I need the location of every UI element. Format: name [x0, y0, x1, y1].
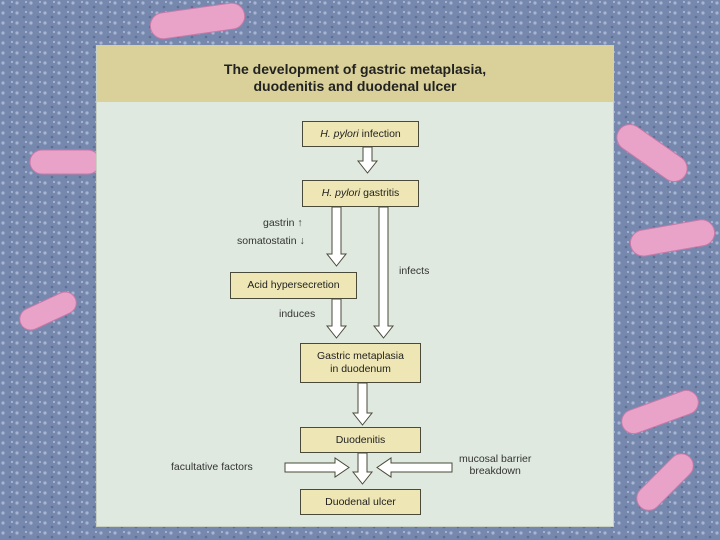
node-duodenitis: Duodenitis — [300, 427, 421, 453]
title-line-1: The development of gastric metaplasia, — [223, 61, 487, 77]
arrow-gastritis-to-acid — [325, 206, 348, 267]
arrow-gastritis-to-metaplasia — [372, 206, 395, 339]
gastritis-text: gastritis — [360, 187, 400, 199]
acid-text: Acid hypersecretion — [247, 279, 340, 291]
arrow-mucosal-barrier — [376, 457, 453, 478]
arrow-infection-to-gastritis — [356, 146, 379, 174]
ulcer-text: Duodenal ulcer — [325, 495, 396, 508]
diagram-header: The development of gastric metaplasia, d… — [97, 46, 613, 102]
gastritis-organism-text: H. pylori — [321, 187, 361, 199]
duodenitis-text: Duodenitis — [335, 433, 386, 446]
label-somatostatin: somatostatin ↓ — [237, 235, 305, 247]
infection-text: infection — [358, 127, 401, 140]
arrow-acid-to-metaplasia — [325, 298, 348, 339]
node-hpylori-gastritis: H. pylori gastritis — [302, 180, 419, 207]
node-hpylori-infection: H. pylori infection — [302, 121, 419, 147]
infection-organism-text: H. pylori — [320, 127, 359, 140]
metaplasia-line-2: in duodenum — [330, 363, 391, 375]
metaplasia-line-1: Gastric metaplasia — [317, 350, 404, 362]
diagram-title: The development of gastric metaplasia, d… — [97, 61, 613, 95]
label-mucosal-barrier: mucosal barrier breakdown — [459, 453, 531, 477]
flow-arrows — [284, 146, 453, 485]
diagram-panel: The development of gastric metaplasia, d… — [96, 45, 614, 527]
node-gastric-metaplasia: Gastric metaplasia in duodenum — [300, 343, 421, 383]
arrow-facultative-factors — [284, 457, 350, 478]
node-acid-hypersecretion: Acid hypersecretion — [230, 272, 357, 299]
mucosal-line-1: mucosal barrier — [459, 453, 532, 465]
title-line-2: duodenitis and duodenal ulcer — [253, 78, 457, 94]
label-facultative-factors: facultative factors — [171, 461, 253, 473]
label-induces: induces — [279, 308, 316, 320]
mucosal-line-2: breakdown — [469, 465, 521, 477]
label-gastrin: gastrin ↑ — [263, 217, 303, 229]
label-infects: infects — [399, 265, 430, 277]
node-duodenal-ulcer: Duodenal ulcer — [300, 489, 421, 515]
arrow-metaplasia-to-duodenitis — [351, 382, 374, 426]
arrow-duodenitis-to-ulcer — [351, 452, 374, 485]
